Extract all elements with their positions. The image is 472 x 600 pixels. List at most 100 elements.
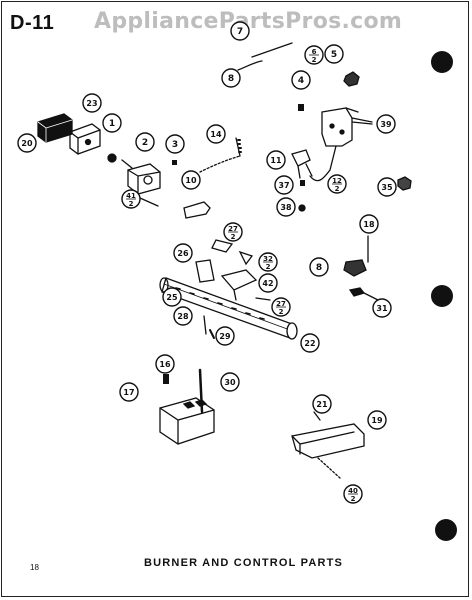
callout-number: 18 <box>363 220 375 229</box>
callout-circle <box>220 372 240 392</box>
part-fastener-29 <box>209 329 215 339</box>
callout-circle <box>372 298 392 318</box>
callout-number: 25 <box>166 293 178 302</box>
callout-number: 26 <box>177 249 189 258</box>
section-title: BURNER AND CONTROL PARTS <box>144 557 344 569</box>
callout-number: 12 <box>332 177 342 185</box>
callout-8-top: 8 <box>221 68 241 88</box>
callout-number: 5 <box>331 50 337 60</box>
callout-quantity: 2 <box>335 185 340 193</box>
callout-circle <box>162 287 182 307</box>
callout-number: 8 <box>316 263 322 273</box>
callout-number: 10 <box>185 176 197 185</box>
part-fastener-28 <box>203 315 207 335</box>
part-clip-23 <box>69 123 101 155</box>
callout-circle <box>102 113 122 133</box>
callout-circle <box>377 177 397 197</box>
part-screw-3 <box>172 160 177 165</box>
callout-number: 41 <box>126 192 136 200</box>
callout-number: 19 <box>371 416 383 425</box>
callout-20: 20 <box>17 133 37 153</box>
callout-7: 7 <box>230 21 250 41</box>
part-thermocouple-rod <box>251 42 293 58</box>
part-bracket-27-bottom <box>255 297 271 301</box>
callout-25: 25 <box>162 287 182 307</box>
callout-8-r: 8 <box>309 257 329 277</box>
callout-3: 3 <box>165 134 185 154</box>
callout-19: 19 <box>367 410 387 430</box>
part-lead-wire-top <box>237 60 263 71</box>
callout-23: 23 <box>82 93 102 113</box>
callout-circle <box>359 214 379 234</box>
callout-30: 30 <box>220 372 240 392</box>
callout-31: 31 <box>372 298 392 318</box>
callout-39-r: 39 <box>376 114 396 134</box>
callout-22: 22 <box>300 333 320 353</box>
callout-37: 37 <box>274 175 294 195</box>
callout-circle <box>82 93 102 113</box>
part-bracket-39 <box>321 107 353 147</box>
part-nut-5 <box>343 71 360 87</box>
callout-number: 40 <box>348 487 358 495</box>
callout-number: 30 <box>224 378 236 387</box>
callout-circle <box>376 114 396 134</box>
part-block-20 <box>37 113 73 143</box>
callout-circle <box>165 134 185 154</box>
part-fastener-21 <box>313 411 321 421</box>
callout-number: 32 <box>263 255 273 263</box>
callout-6-2: 62 <box>304 45 324 65</box>
callout-27-2-top: 272 <box>223 222 243 242</box>
callout-circle <box>266 150 286 170</box>
callout-number: 27 <box>228 225 238 233</box>
callout-number: 35 <box>381 183 393 192</box>
callout-circle <box>173 306 193 326</box>
callout-number: 28 <box>177 312 189 321</box>
callout-35: 35 <box>377 177 397 197</box>
callout-21: 21 <box>312 394 332 414</box>
part-fastener-40 <box>317 457 341 479</box>
part-washer-1 <box>107 153 117 163</box>
part-bracket-26 <box>195 259 215 283</box>
callout-circle <box>135 132 155 152</box>
callout-circle <box>119 382 139 402</box>
callout-number: 38 <box>280 203 292 212</box>
callout-circle <box>276 197 296 217</box>
callout-18-r: 18 <box>359 214 379 234</box>
callout-5: 5 <box>324 44 344 64</box>
callout-14: 14 <box>206 124 226 144</box>
callout-circle <box>215 326 235 346</box>
leader-39 <box>351 121 373 125</box>
part-spreader-42 <box>220 269 258 291</box>
callout-32-2: 322 <box>258 252 278 272</box>
callout-number: 3 <box>172 140 178 150</box>
callout-circle <box>274 175 294 195</box>
part-valve-body-2 <box>127 163 161 195</box>
part-rod-30 <box>198 368 204 414</box>
callout-38: 38 <box>276 197 296 217</box>
callout-4: 4 <box>291 70 311 90</box>
callout-number: 14 <box>210 130 222 139</box>
callout-circle <box>300 333 320 353</box>
part-ignitor-11 <box>291 149 311 167</box>
part-bracket-27-top <box>211 239 234 253</box>
callout-number: 17 <box>123 388 134 397</box>
callout-27-2-bot: 272 <box>271 297 291 317</box>
callout-28: 28 <box>173 306 193 326</box>
page-number: 18 <box>30 563 39 572</box>
callout-11: 11 <box>266 150 286 170</box>
callout-1: 1 <box>102 113 122 133</box>
callout-quantity: 2 <box>279 308 284 316</box>
callout-number: 2 <box>142 138 148 148</box>
callout-12-2: 122 <box>327 174 347 194</box>
callout-41-2: 412 <box>121 189 141 209</box>
callout-circle <box>312 394 332 414</box>
callout-number: 21 <box>316 400 328 409</box>
callout-quantity: 2 <box>266 263 271 271</box>
callout-10: 10 <box>181 170 201 190</box>
part-valve-stem <box>121 159 133 169</box>
callout-number: 22 <box>304 339 315 348</box>
callout-circle <box>291 70 311 90</box>
